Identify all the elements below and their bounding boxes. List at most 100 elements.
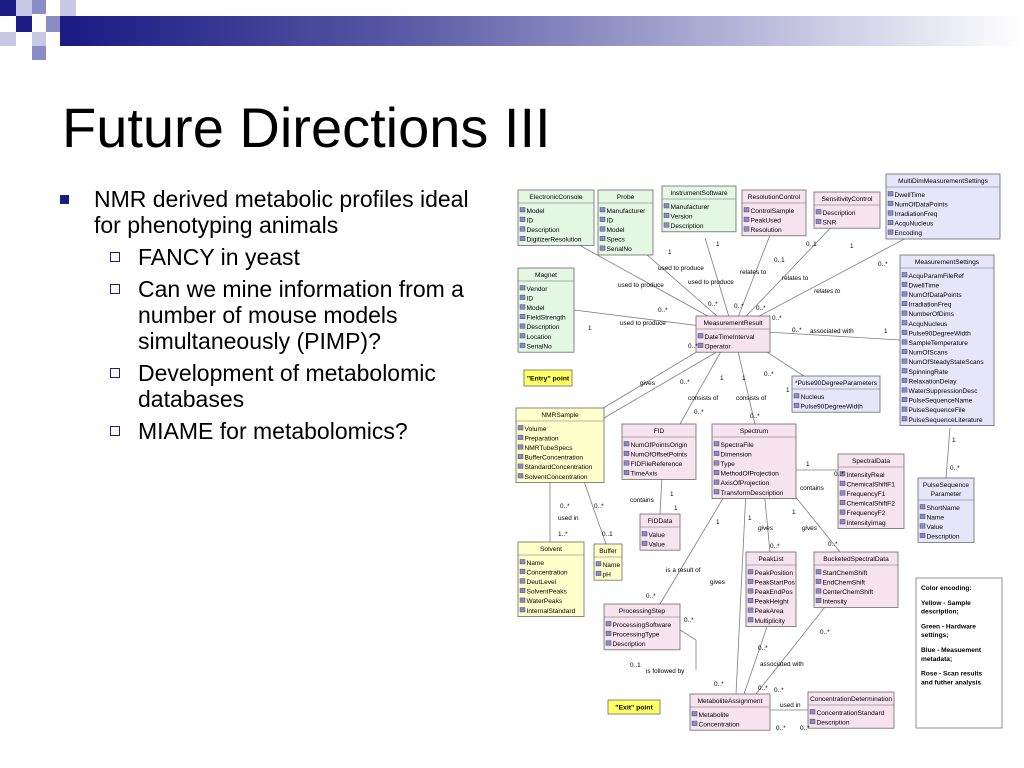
class-box-body [517,267,575,353]
attribute-icon [901,291,908,297]
class-attribute: SpectraFile [721,442,755,449]
association-label: is followed by [646,668,685,675]
class-attribute: SerialNo [607,246,633,253]
association-line [732,217,841,331]
attribute-icon [519,559,526,565]
attribute-icon [747,569,754,575]
header-square-mid-3 [32,46,46,60]
note-body [523,369,573,387]
sub-bullet-item: Development of metabolomic databases [58,360,478,412]
class-attribute: Description [527,227,560,234]
class-attribute: ProcessingSoftware [613,622,672,629]
association-label: 0..* [714,681,724,688]
attribute-icon [901,358,908,364]
class-attribute: TransformDescription [721,490,784,497]
attribute-icon [901,272,908,278]
class-attribute: Pulse90DegreeWidth [909,330,972,337]
attribute-icon [839,480,846,486]
class-attribute: Concentration [699,721,740,728]
class-box-bucketed-spectral-data: BucketedSpectralDataStartChemShiftEndChe… [813,551,899,608]
attribute-icon [809,709,816,715]
class-attribute: AcquNucleus [909,321,949,328]
class-name: ConcentrationDetermination [810,696,892,703]
association-label: 1 [748,515,752,522]
attribute-icon [747,598,754,603]
class-box-body [917,477,975,543]
association-label: relates to [740,269,767,276]
association-label: associated with [760,661,804,668]
association-label: 1 [792,509,796,516]
class-attribute: PeakHeight [755,599,789,606]
association-label: 0..* [770,543,780,550]
class-box-body [689,693,771,731]
header-square-light-3 [0,32,16,46]
attribute-icon [519,226,526,232]
attribute-icon [623,450,630,456]
attribute-icon [901,349,908,355]
attribute-icon [743,226,750,232]
attribute-icon [713,479,720,485]
class-attribute: Name [527,560,545,567]
sub-bullet-text: Development of metabolomic databases [138,360,436,412]
association-label: 1 [716,241,720,248]
attribute-icon [697,342,704,348]
association-line [659,475,663,515]
association-lines [549,217,951,711]
class-attribute: FrequencyF1 [847,491,886,498]
association-label: 1..* [558,531,568,538]
attribute-icon [887,200,894,206]
class-name: NMRSample [541,412,579,419]
association-line [743,617,771,695]
class-attribute: PulseSequenceLiterature [909,417,983,424]
attribute-icon [901,320,908,326]
attribute-icon [901,397,908,403]
attribute-icon [901,301,908,307]
association-label: 1 [716,519,720,526]
association-label: 0..* [764,371,774,378]
class-attribute: NumOfScans [909,350,949,357]
class-attribute: AxisOfProjection [721,480,770,487]
attribute-icon [901,406,908,412]
association-label: 1 [952,437,956,444]
class-attribute: TimeAxis [631,471,659,478]
class-attribute: DwellTime [909,282,940,289]
class-name: MultiDimMeasurementSettings [898,178,988,185]
class-name: SpectralData [852,458,890,465]
class-attribute: ID [527,295,534,302]
entry-note: "Entry" point [523,369,573,387]
class-attribute: Value [649,532,666,539]
class-name: Magnet [535,272,557,279]
class-attribute: StandardConcentration [525,464,593,471]
class-attribute: DigitizerResolution [527,237,582,244]
legend-box [915,577,1003,729]
association-line [763,489,771,553]
class-attribute: PeakStartPos [755,579,796,586]
association-label: relates to [782,275,809,282]
class-box-body [741,189,807,237]
association-label: 1 [806,461,810,468]
class-attribute: PeakUsed [751,217,782,224]
attribute-icon [519,588,526,593]
class-attribute: Multiplicity [755,618,786,625]
class-attribute: Manufacturer [607,208,647,215]
attribute-icon [793,393,800,399]
class-attribute: WaterSuppressionDesc [909,388,979,395]
attribute-icon [517,454,524,459]
square-bullet-icon [60,195,69,204]
class-attribute: Value [927,524,944,531]
attribute-icon [595,570,602,576]
association-label: contains [800,485,824,492]
association-label: 0..* [708,301,718,308]
association-label: contains [630,497,654,504]
attribute-icon [517,434,524,440]
class-name: MeasurementResult [703,320,762,327]
header-square-light-1 [16,0,32,16]
attribute-icon [519,294,526,300]
header-square-mid-2 [46,16,60,32]
class-attribute: InternalStandard [527,608,576,615]
header-square-dark-2 [16,16,32,32]
